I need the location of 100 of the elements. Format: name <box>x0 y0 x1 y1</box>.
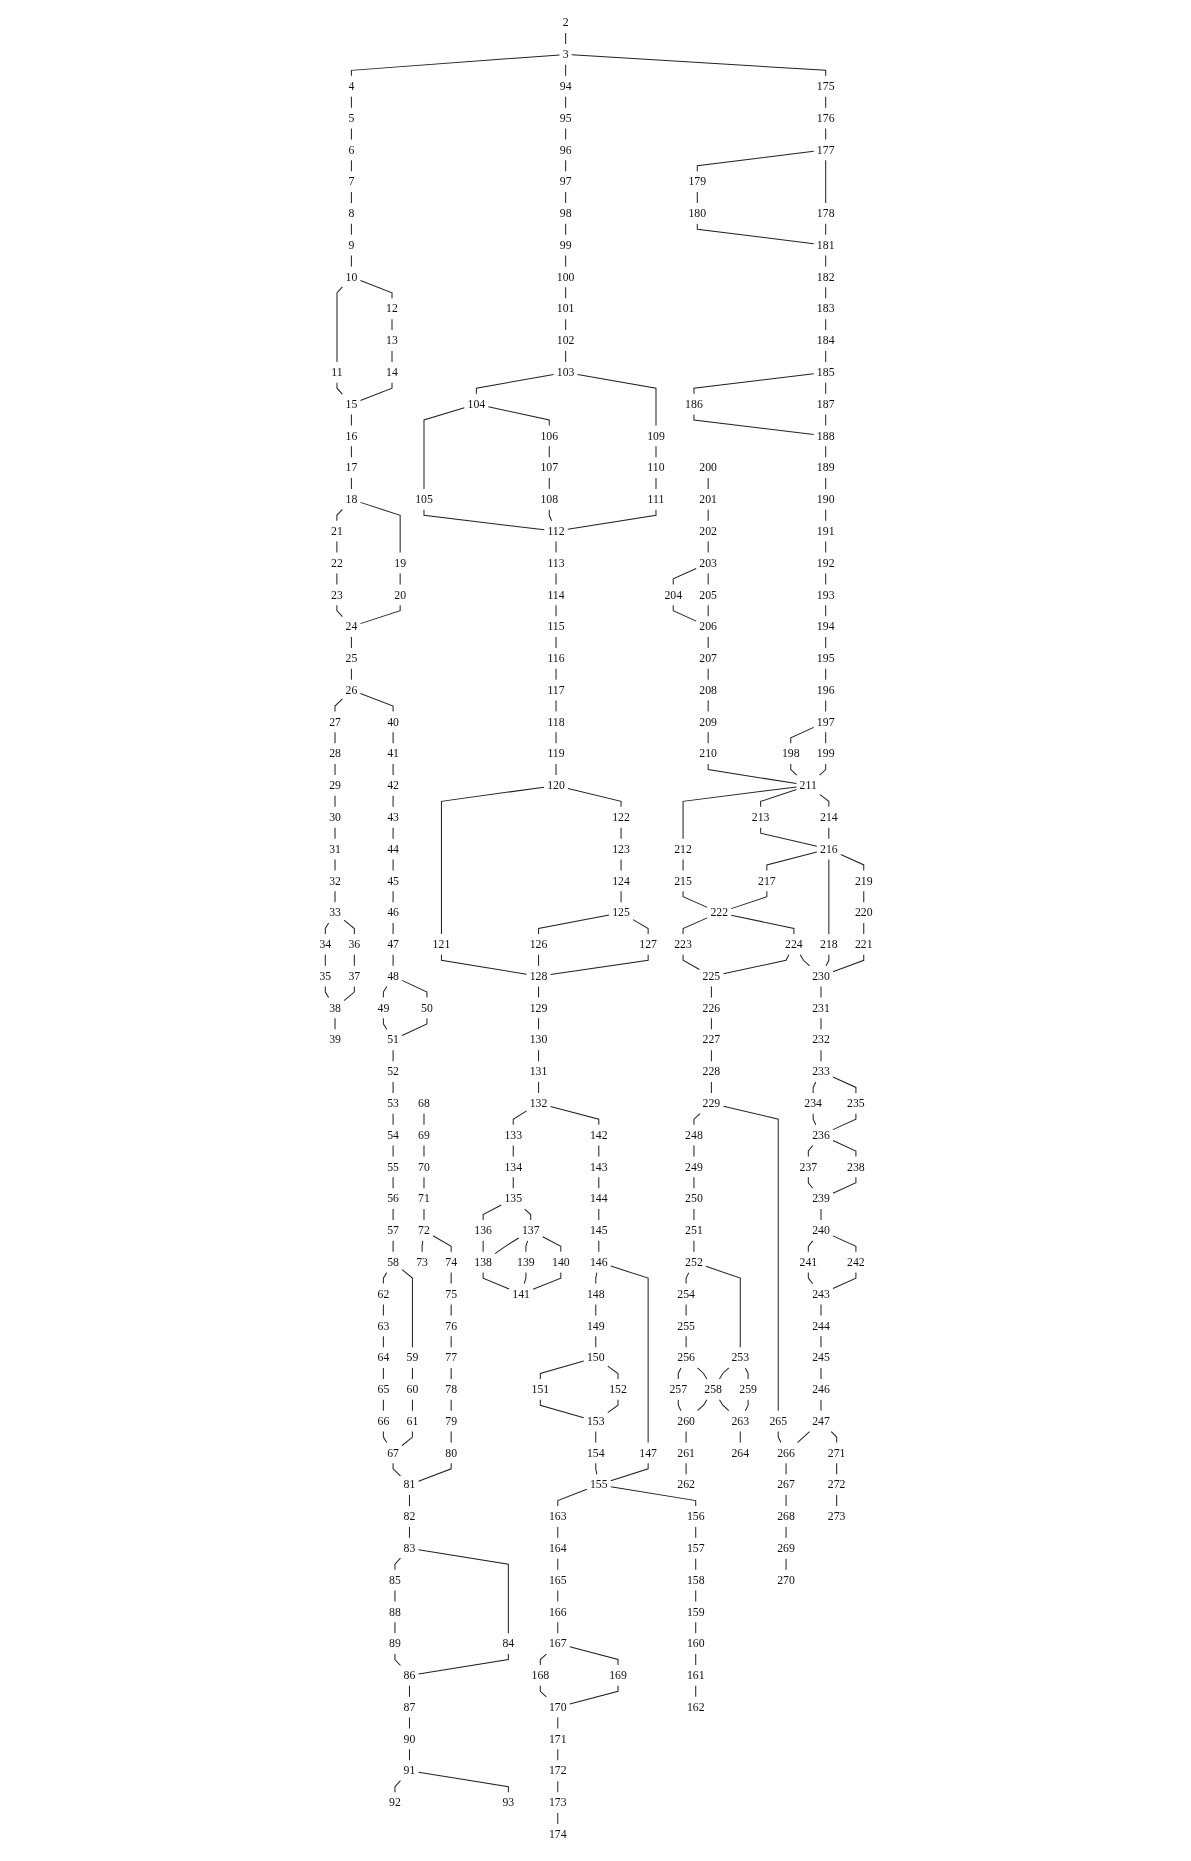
connector <box>570 54 826 77</box>
node-text: 214 <box>819 810 838 824</box>
node-text: 134 <box>503 1160 522 1173</box>
node-text: 153 <box>586 1414 605 1428</box>
connector <box>350 445 352 458</box>
connector <box>392 731 394 744</box>
node-text: 12 <box>385 302 398 315</box>
connector <box>350 223 352 236</box>
node-text: 83 <box>403 1541 415 1555</box>
connector <box>564 96 566 109</box>
node-text: 88 <box>388 1605 401 1618</box>
connector <box>807 1145 813 1157</box>
connector <box>401 1269 413 1348</box>
connector <box>696 1399 707 1412</box>
node-text: 143 <box>589 1160 608 1173</box>
node-text: 189 <box>816 461 835 474</box>
node-text: 259 <box>738 1382 757 1396</box>
connector <box>831 1235 856 1253</box>
connector <box>694 1558 696 1571</box>
node-text: 30 <box>328 810 341 824</box>
node-text: 233 <box>811 1065 830 1078</box>
node-text: 204 <box>663 588 682 601</box>
node-text: 161 <box>686 1668 705 1682</box>
node-text: 53 <box>386 1096 399 1110</box>
connector <box>408 1685 410 1698</box>
node-text: 103 <box>556 365 574 379</box>
connector <box>350 477 352 490</box>
node-text: 183 <box>816 302 835 315</box>
node-text: 210 <box>698 747 717 760</box>
node-text: 138 <box>473 1255 492 1269</box>
connector <box>692 373 814 395</box>
connector <box>537 1017 539 1030</box>
connector <box>432 1235 452 1253</box>
node-text: 6 <box>347 143 354 156</box>
node-text: 133 <box>503 1128 522 1142</box>
connector <box>343 986 355 1002</box>
connector <box>482 1240 484 1253</box>
node-text: 225 <box>702 969 720 983</box>
connector <box>707 509 709 522</box>
node-text: 267 <box>776 1478 795 1491</box>
connector <box>537 1081 539 1094</box>
node-text: 72 <box>417 1223 430 1237</box>
connector <box>408 1717 410 1730</box>
node-text: 29 <box>328 779 341 792</box>
node-text: 198 <box>781 747 800 760</box>
node-text: 137 <box>521 1223 540 1237</box>
node-text: 144 <box>589 1192 608 1205</box>
node-text: 46 <box>386 906 399 919</box>
node-text: 266 <box>776 1446 795 1460</box>
node-text: 238 <box>846 1160 865 1173</box>
connector <box>359 279 392 299</box>
connector <box>539 1399 584 1419</box>
node-text: 32 <box>328 874 341 887</box>
node-text: 128 <box>529 969 547 983</box>
node-text: 100 <box>556 270 574 284</box>
connector <box>799 954 810 967</box>
node-text: 54 <box>386 1128 399 1142</box>
connector <box>831 1076 856 1094</box>
connector <box>597 1240 599 1253</box>
node-text: 122 <box>611 810 630 824</box>
node-text: 96 <box>559 143 572 156</box>
node-text: 194 <box>816 620 835 633</box>
node-text: 224 <box>784 937 803 951</box>
connector <box>392 795 394 808</box>
connector <box>450 1272 452 1285</box>
node-text: 105 <box>414 492 433 506</box>
connector <box>411 1399 413 1412</box>
node-text: 70 <box>417 1160 430 1173</box>
connector <box>382 1017 387 1030</box>
connector <box>392 954 394 967</box>
node-text: 45 <box>386 874 399 887</box>
connector <box>450 1399 452 1412</box>
node-text: 221 <box>854 937 873 951</box>
node-text: 176 <box>816 111 835 125</box>
node-text: 18 <box>345 492 357 506</box>
node-text: 82 <box>403 1510 415 1523</box>
connector <box>789 726 814 744</box>
connector <box>694 1685 696 1698</box>
node-text: 226 <box>702 1001 720 1015</box>
connector <box>359 693 394 712</box>
node-text: 127 <box>638 937 657 951</box>
node-text: 38 <box>328 1001 341 1015</box>
node-text: 175 <box>816 79 835 93</box>
node-text: 63 <box>376 1319 389 1332</box>
node-text: 26 <box>345 683 357 697</box>
node-text: 113 <box>546 556 565 570</box>
node-text: 52 <box>386 1065 399 1078</box>
node-text: 118 <box>546 715 565 728</box>
node-text: 67 <box>386 1446 399 1460</box>
connector <box>450 1367 452 1380</box>
connector <box>824 159 826 204</box>
connector <box>392 858 394 871</box>
connector <box>324 954 326 967</box>
connector <box>807 1272 813 1285</box>
connector <box>606 1365 619 1380</box>
connector <box>524 1240 528 1253</box>
connector <box>685 1431 687 1444</box>
connector <box>609 1486 696 1507</box>
node-text: 78 <box>444 1382 457 1396</box>
connector <box>556 1558 558 1571</box>
